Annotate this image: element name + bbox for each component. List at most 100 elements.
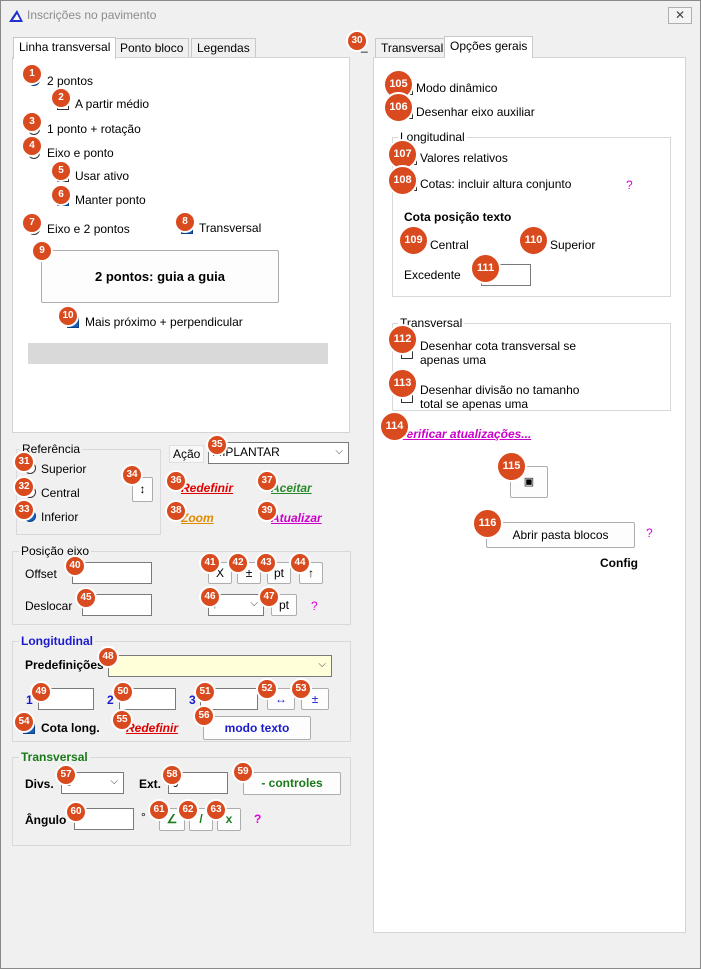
badge-marker: 6	[50, 184, 72, 206]
badge-marker: 47	[258, 586, 280, 608]
zoom-link[interactable]: Zoom	[181, 511, 214, 525]
badge-marker: 46	[199, 586, 221, 608]
badge-marker: 2	[50, 87, 72, 109]
degree-label: °	[141, 810, 146, 824]
badge-marker: 60	[65, 801, 87, 823]
label-ref-inferior: Inferior	[41, 510, 79, 524]
longitudinal-group	[12, 641, 351, 742]
badge-marker: 43	[255, 552, 277, 574]
badge-marker: 37	[256, 470, 278, 492]
label-texto-central: Central	[430, 238, 469, 252]
badge-marker: 59	[232, 761, 254, 783]
predefinicoes-select[interactable]: ⌵	[108, 655, 332, 677]
label-transversal: Transversal	[199, 221, 262, 235]
aceitar-link[interactable]: Aceitar	[271, 481, 312, 495]
badge-marker: 10	[57, 305, 79, 327]
longitudinal-redefinir-link[interactable]: Redefinir	[126, 721, 179, 735]
badge-marker: 115	[496, 451, 527, 482]
badge-marker: 57	[55, 764, 77, 786]
tab-transversal[interactable]: Transversal	[375, 38, 450, 58]
help-icon[interactable]: ?	[254, 812, 262, 826]
config-label: Config	[600, 556, 638, 570]
verificar-atualizacoes-link[interactable]: Verificar atualizações...	[399, 427, 532, 441]
og-transversal-group	[392, 323, 671, 411]
transversal-title: Transversal	[19, 750, 90, 764]
chevron-down-icon: ⌵	[250, 598, 258, 609]
controles-button[interactable]: - controles	[243, 772, 341, 795]
badge-marker: 116	[472, 508, 503, 539]
help-icon[interactable]: ?	[311, 599, 318, 613]
badge-marker: 9	[31, 240, 53, 262]
badge-marker: 54	[13, 711, 35, 733]
progress-bar	[28, 343, 328, 364]
help-icon[interactable]: ?	[646, 526, 653, 540]
offset-input[interactable]	[72, 562, 152, 584]
mode-2-pontos-button[interactable]: 2 pontos: guia a guia	[41, 250, 279, 303]
linha-transversal-panel	[12, 57, 350, 433]
chevron-down-icon: ⌵	[335, 446, 343, 457]
badge-marker: 45	[75, 587, 97, 609]
badge-marker: 34	[121, 464, 143, 486]
longitudinal-title: Longitudinal	[19, 634, 95, 648]
modo-texto-button[interactable]: modo texto	[203, 716, 311, 740]
label-ref-central: Central	[41, 486, 80, 500]
ext-label: Ext.	[139, 777, 162, 791]
deslocar-label: Deslocar	[25, 599, 73, 613]
label-manter-ponto: Manter ponto	[75, 193, 146, 207]
badge-marker: 35	[206, 434, 228, 456]
label-1-ponto-rotacao: 1 ponto + rotação	[47, 122, 141, 136]
badge-marker: 33	[13, 499, 35, 521]
badge-marker: 53	[290, 678, 312, 700]
badge-marker: 38	[165, 500, 187, 522]
longitudinal-1-label: 1	[26, 693, 33, 707]
tab-legendas[interactable]: Legendas	[191, 38, 256, 58]
longitudinal-2-label: 2	[107, 693, 114, 707]
cota-posicao-title: Cota posição texto	[404, 210, 512, 224]
ruler-triangle-icon	[9, 10, 23, 22]
chevron-down-icon: ⌵	[318, 659, 326, 670]
label-a-partir-medio: A partir médio	[75, 97, 150, 111]
badge-marker: 5	[50, 160, 72, 182]
predefinicoes-label: Predefinições	[25, 658, 104, 672]
title-bar: Inscrições no pavimento ✕	[1, 1, 700, 31]
tab-opcoes-gerais[interactable]: Opções gerais	[444, 36, 534, 58]
label-divisao-total: Desenhar divisão no tamanho total se ape…	[420, 383, 580, 411]
badge-marker: 4	[21, 135, 43, 157]
og-longitudinal-title: Longitudinal	[398, 130, 467, 144]
label-modo-dinamico: Modo dinâmico	[416, 81, 498, 95]
label-eixo-2-pontos: Eixo e 2 pontos	[47, 222, 130, 236]
tab-ponto-bloco[interactable]: Ponto bloco	[114, 38, 190, 58]
badge-marker: 108	[387, 165, 418, 196]
chevron-down-icon: ⌵	[110, 776, 118, 787]
badge-marker: 3	[21, 111, 43, 133]
label-mais-proximo: Mais próximo + perpendicular	[85, 315, 243, 329]
tab-linha-transversal[interactable]: Linha transversal	[13, 37, 117, 59]
label-usar-ativo: Usar ativo	[75, 169, 130, 183]
label-cota-transversal: Desenhar cota transversal se apenas uma	[420, 339, 577, 367]
acao-select[interactable]: IMPLANTAR ⌵	[208, 442, 349, 464]
label-texto-superior: Superior	[550, 238, 596, 252]
abrir-pasta-blocos-button[interactable]: Abrir pasta blocos	[486, 522, 635, 548]
redefinir-link[interactable]: Redefinir	[181, 481, 234, 495]
referencia-title: Referência	[20, 442, 83, 456]
longitudinal-3-label: 3	[189, 693, 196, 707]
label-cotas-altura: Cotas: incluir altura conjunto	[420, 177, 572, 191]
badge-marker: 40	[64, 555, 86, 577]
badge-marker: 52	[256, 678, 278, 700]
badge-marker: 112	[387, 324, 418, 355]
atualizar-link[interactable]: Atualizar	[271, 511, 322, 525]
help-icon[interactable]: ?	[626, 178, 633, 192]
close-button[interactable]: ✕	[668, 7, 692, 24]
badge-marker: 58	[161, 764, 183, 786]
posicao-eixo-title: Posição eixo	[19, 544, 92, 558]
deslocar-input[interactable]	[82, 594, 152, 616]
badge-marker: 113	[387, 368, 418, 399]
angulo-input[interactable]	[74, 808, 134, 830]
offset-label: Offset	[25, 567, 57, 581]
posicao-eixo-group	[12, 551, 351, 625]
badge-marker: 36	[165, 470, 187, 492]
badge-marker: 62	[177, 799, 199, 821]
badge-marker: 61	[148, 799, 170, 821]
badge-marker: 56	[193, 705, 215, 727]
